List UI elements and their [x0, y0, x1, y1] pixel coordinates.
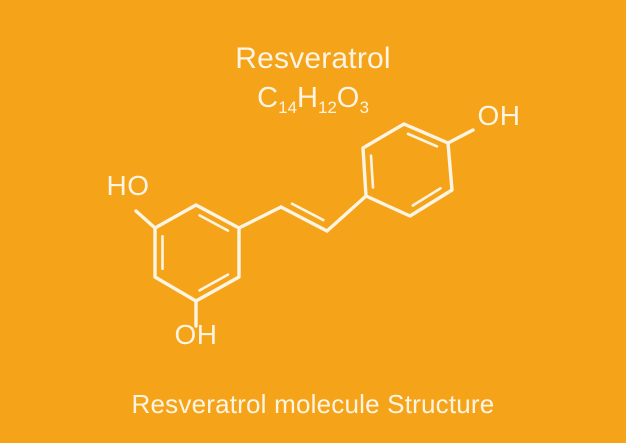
bond-vinyl-double	[279, 205, 329, 233]
ring-double-bond-resorcinol-ring-2	[198, 273, 230, 292]
ring-double-bond-phenol-ring-4	[369, 154, 375, 189]
aromatic-rings-group	[153, 122, 454, 303]
bonds-group	[134, 128, 475, 328]
compound-name: Resveratrol	[235, 42, 391, 75]
atom-label-oh-bottom: OH	[175, 319, 218, 350]
ring-resorcinol-ring	[153, 203, 241, 303]
formula-h-symbol: H	[296, 82, 319, 114]
molecular-formula: C14H12O3	[0, 82, 626, 117]
ring-double-bond-phenol-ring-2	[411, 187, 442, 207]
atom-label-oh-right: OH	[478, 100, 521, 131]
formula-h-count: 12	[318, 98, 337, 117]
bond-bond-oh-right	[446, 128, 475, 145]
formula-c-symbol: C	[257, 82, 279, 114]
formula-c-count: 14	[278, 98, 297, 117]
atom-labels-group: HO OH OH	[107, 100, 521, 350]
formula-o-count: 3	[359, 98, 369, 117]
atom-label-ho-left: HO	[107, 170, 150, 201]
bond-vinyl-left-single	[237, 205, 283, 230]
bond-bond-ho-left	[134, 209, 157, 230]
caption: Resveratrol molecule Structure	[131, 389, 495, 419]
bond-vinyl-double-inner	[290, 202, 325, 222]
formula-o-symbol: O	[336, 82, 360, 114]
ring-phenol-ring	[361, 122, 454, 218]
bond-vinyl-right-single	[325, 194, 368, 233]
ring-double-bond-resorcinol-ring-0	[198, 214, 230, 232]
ring-double-bond-phenol-ring-0	[406, 132, 439, 148]
